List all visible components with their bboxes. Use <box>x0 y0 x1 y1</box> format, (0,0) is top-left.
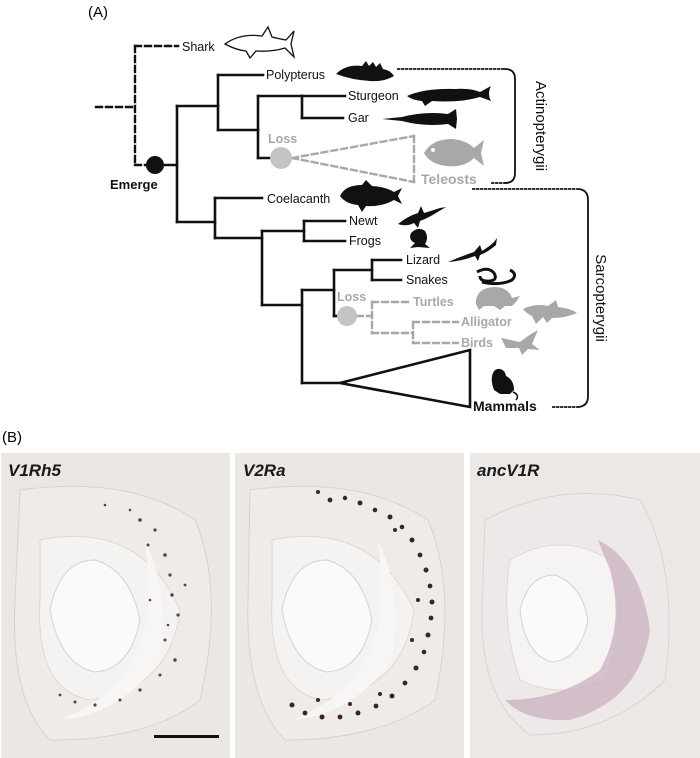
taxon-label-shark: Shark <box>182 40 215 54</box>
loss-event-marker-actinopterygii <box>270 147 292 169</box>
gene-label-v1rh5: V1Rh5 <box>8 461 61 480</box>
micrograph-v1rh5: V1Rh5 <box>1 453 230 758</box>
polypterus-icon <box>336 61 394 82</box>
lizard-icon <box>448 238 497 262</box>
gene-label-ancv1r: ancV1R <box>477 461 540 480</box>
coelacanth-icon <box>340 180 402 212</box>
teleost-icon <box>424 139 484 167</box>
panel-a-label: (A) <box>88 4 108 21</box>
panel-b-label: (B) <box>2 429 22 446</box>
taxon-label-frogs: Frogs <box>349 234 381 248</box>
sturgeon-icon <box>407 86 491 106</box>
stained-cells <box>58 503 187 707</box>
group-bracket-dots <box>397 68 578 408</box>
taxon-label-alligator: Alligator <box>461 315 512 329</box>
taxon-labels: Shark Polypterus Sturgeon Gar Loss Teleo… <box>110 40 609 414</box>
scale-bar <box>154 735 219 738</box>
taxon-label-teleosts: Teleosts <box>421 171 477 187</box>
micrograph-ancv1r: ancV1R <box>470 453 700 758</box>
taxon-label-lizard: Lizard <box>406 253 440 267</box>
micrograph-v2ra: V2Ra <box>235 453 464 758</box>
alligator-icon <box>523 300 577 324</box>
taxon-label-coelacanth: Coelacanth <box>267 192 330 206</box>
group-label-actinopterygii: Actinopterygii <box>532 81 549 171</box>
taxon-label-newt: Newt <box>349 214 378 228</box>
event-label-loss-actinopterygii: Loss <box>268 132 297 146</box>
mouse-icon <box>491 368 514 394</box>
gar-icon <box>382 109 457 129</box>
actinopterygii-bracket <box>504 68 516 184</box>
snake-icon <box>476 267 517 286</box>
sarcopterygii-bracket <box>576 188 589 408</box>
newt-icon <box>398 206 446 228</box>
mammal-clade-triangle <box>339 348 472 409</box>
tree-branches-present <box>155 73 403 385</box>
bird-icon <box>501 330 540 355</box>
taxon-label-mammals: Mammals <box>473 398 537 414</box>
group-label-sarcopterygii: Sarcopterygii <box>592 254 609 342</box>
taxon-label-sturgeon: Sturgeon <box>348 89 399 103</box>
emerge-event-marker <box>146 156 164 174</box>
taxon-label-snakes: Snakes <box>406 273 448 287</box>
shark-icon <box>223 25 296 60</box>
phylogenetic-tree <box>94 44 589 409</box>
silhouettes <box>223 25 577 401</box>
event-label-emerge: Emerge <box>110 177 158 192</box>
stained-cells <box>289 490 435 720</box>
event-label-loss-sauropsida: Loss <box>337 290 366 304</box>
outgroup-branches <box>94 44 180 167</box>
taxon-label-polypterus: Polypterus <box>266 68 325 82</box>
gene-label-v2ra: V2Ra <box>243 461 286 480</box>
taxon-label-gar: Gar <box>348 111 369 125</box>
frog-icon <box>410 228 430 248</box>
turtle-icon <box>476 287 520 310</box>
taxon-label-birds: Birds <box>461 336 493 350</box>
diffuse-staining <box>505 540 650 721</box>
taxon-label-turtles: Turtles <box>413 295 454 309</box>
loss-event-marker-sauropsida <box>337 306 357 326</box>
tree-branches-lost <box>290 134 460 345</box>
